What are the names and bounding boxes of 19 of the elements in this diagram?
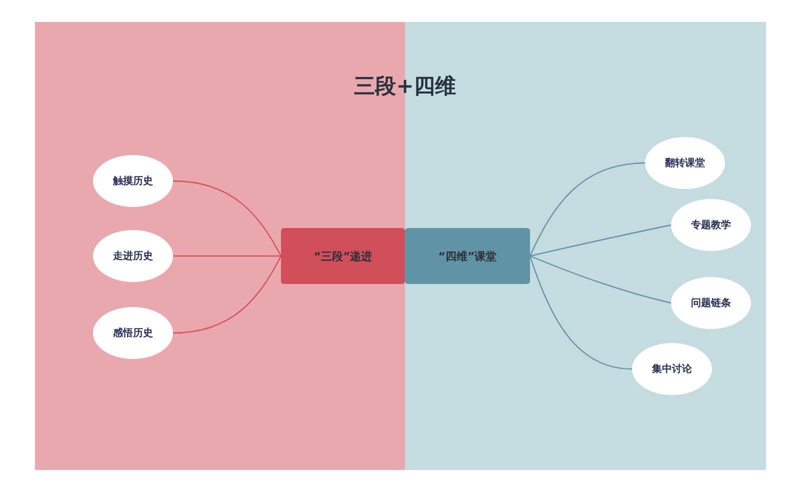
connector-line [530, 255, 672, 304]
subtopic-label: 感悟历史 [113, 326, 153, 340]
subtopic-label: 触摸历史 [113, 174, 153, 188]
connector-line [529, 256, 632, 370]
subtopic-label: 问题链条 [691, 296, 731, 310]
topic-box [281, 228, 405, 284]
connector-line [529, 162, 646, 256]
topic-box [405, 228, 530, 284]
subtopic-label: 专题教学 [691, 218, 731, 232]
connector-line [173, 255, 281, 257]
subtopic-label: 集中讨论 [652, 362, 692, 376]
subtopic-label: 翻转课堂 [665, 156, 705, 170]
diagram-title: 三段+四维 [354, 73, 456, 100]
connector-line [172, 180, 282, 256]
topic-label: “三段”递进 [314, 248, 372, 264]
subtopic-label: 走进历史 [113, 250, 153, 263]
topic-label: “四维”课堂 [438, 248, 497, 264]
connector-line [172, 256, 282, 334]
connector-line [530, 224, 672, 257]
